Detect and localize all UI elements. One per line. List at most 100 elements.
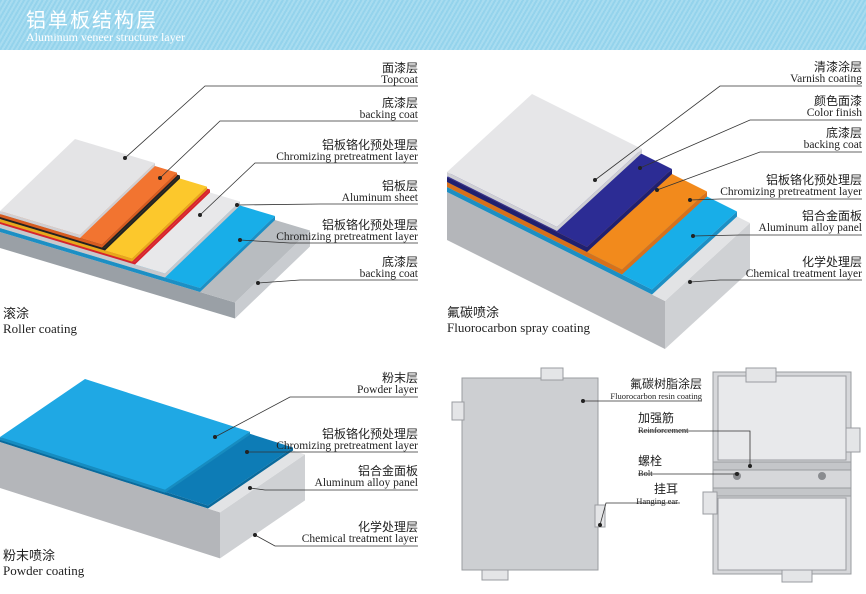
header-title-cn: 铝单板结构层 [26, 8, 158, 32]
back-panel-hanging-ear-top [745, 367, 777, 383]
leader-line-3 [236, 203, 418, 206]
leader-dot-8 [655, 188, 659, 192]
leader-dot-9 [688, 198, 692, 202]
back-panel-hanging-ear-bottom [781, 569, 813, 583]
back-panel-hanging-ear-left [702, 491, 718, 515]
leader-line-12 [214, 396, 418, 438]
powder-layer-0-side [220, 454, 305, 559]
leader-line-1 [159, 120, 418, 179]
fluoro-layer-4-front [447, 172, 557, 231]
roller-layer-4-side [132, 186, 207, 262]
leader-dot-6 [593, 178, 597, 182]
roller-layer-6-front [0, 214, 102, 248]
leader-dot-7 [638, 166, 642, 170]
reinforcement-rib-1 [712, 461, 852, 471]
fluoro-layer-3-front [447, 177, 587, 252]
powder-layer-1-side [208, 447, 293, 509]
leader-dot-bolt [735, 472, 739, 476]
reinforcement-rib-2 [712, 487, 852, 497]
roller-layer-1-side [200, 216, 275, 292]
roller-layer-7-side [80, 163, 155, 238]
leader-line-11 [689, 279, 862, 283]
leader-line-0 [124, 85, 418, 159]
leader-dot-10 [691, 234, 695, 238]
powder-layer-2-front [0, 437, 165, 493]
fluoro-layer-3-side [587, 169, 672, 252]
leader-dot-16 [581, 399, 585, 403]
fluoro-layer-4-top [447, 94, 642, 227]
leader-line-8 [656, 151, 862, 191]
leader-dot-15 [253, 533, 257, 537]
fluoro-layer-1-side [652, 211, 737, 295]
roller-layer-2-front [0, 224, 165, 278]
powder-layer-2-side [165, 431, 250, 493]
leader-dot-4 [238, 238, 242, 242]
powder-layer-2-top [0, 379, 250, 490]
roller-layer-2-side [165, 201, 240, 278]
bolt-2 [818, 472, 826, 480]
leader-dot-0 [123, 156, 127, 160]
leader-dot-3 [235, 203, 239, 207]
leader-dot-14 [248, 486, 252, 490]
leader-dot-12 [213, 435, 217, 439]
leader-dot-2 [198, 213, 202, 217]
roller-layer-4-front [0, 219, 132, 262]
roller-layer-0-front [0, 232, 235, 319]
front-panel-hanging-ear-top [540, 367, 564, 381]
front-panel-hanging-ear-bottom [481, 569, 509, 581]
fluoro-layer-0-front [447, 192, 665, 349]
fluoro-layer-2-front [447, 182, 622, 275]
roller-layer-7-front [0, 211, 80, 238]
leader-dot-5 [256, 281, 260, 285]
leader-line-6 [594, 85, 862, 181]
leader-line-9 [689, 198, 862, 201]
roller-layer-1-front [0, 228, 200, 292]
front-panel-face [461, 377, 599, 571]
fluoro-layer-1-front [447, 187, 652, 295]
leader-line-hanging-ear [599, 502, 680, 526]
leader-line-5 [257, 279, 418, 284]
roller-layer-6-side [102, 172, 177, 248]
roller-layer-3-side [135, 189, 210, 265]
leader-line-4 [239, 239, 418, 244]
fluoro-layer-4-side [557, 149, 642, 231]
front-panel-hanging-ear-left [451, 401, 465, 421]
back-panel-hanging-ear-right [845, 427, 861, 453]
back-panel-upper-section [717, 375, 847, 461]
fluoro-layer-2-side [622, 191, 707, 275]
header-title-en: Aluminum veneer structure layer [26, 30, 185, 44]
leader-line-14 [249, 487, 418, 491]
leader-line-2 [199, 162, 418, 216]
roller-layer-7-top [0, 139, 155, 235]
leader-dot-reinforcement [748, 464, 752, 468]
leader-dot-hanging-ear [598, 523, 602, 527]
leader-dot-11 [688, 280, 692, 284]
leader-line-10 [692, 234, 862, 237]
roller-layer-0-side [235, 230, 310, 319]
leader-line-7 [639, 119, 862, 169]
fluoro-layer-0-side [665, 223, 750, 349]
back-panel-lower-section [717, 497, 847, 571]
